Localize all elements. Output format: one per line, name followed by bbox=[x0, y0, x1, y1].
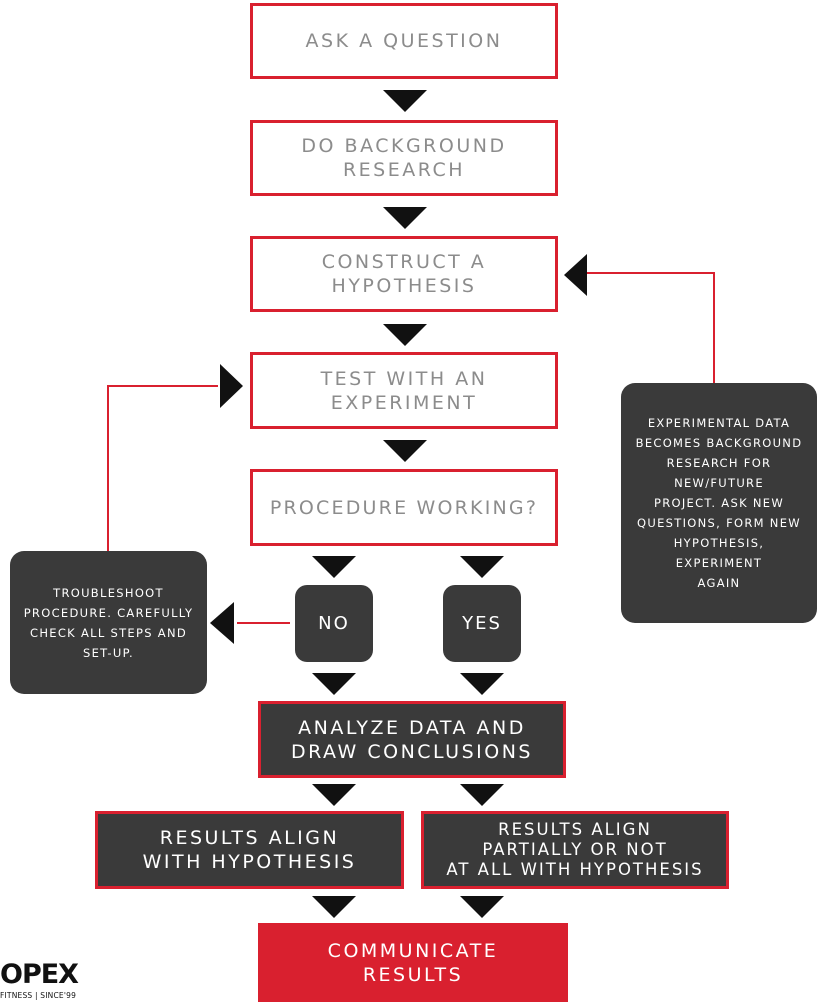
arrow-down-3 bbox=[383, 324, 427, 346]
arrow-down-2 bbox=[383, 207, 427, 229]
arrow-down-yes-1 bbox=[460, 556, 504, 578]
decision-no: NO bbox=[295, 585, 373, 662]
step-background-research-label: DO BACKGROUND RESEARCH bbox=[301, 135, 507, 181]
arrow-down-yes-2 bbox=[460, 673, 504, 695]
feedback-line-hypothesis bbox=[586, 272, 715, 383]
arrow-down-yes-4 bbox=[460, 896, 504, 918]
arrow-down-no-2 bbox=[312, 673, 356, 695]
step-construct-hypothesis: CONSTRUCT A HYPOTHESIS bbox=[250, 236, 558, 312]
decision-no-label: NO bbox=[318, 613, 350, 634]
result-not-align-label: RESULTS ALIGN PARTIALLY OR NOT AT ALL WI… bbox=[446, 820, 704, 879]
step-test-experiment: TEST WITH AN EXPERIMENT bbox=[250, 352, 558, 429]
arrow-down-yes-3 bbox=[460, 784, 504, 806]
step-procedure-working-label: PROCEDURE WORKING? bbox=[269, 496, 539, 519]
arrow-left-to-troubleshoot bbox=[210, 602, 234, 644]
step-test-experiment-label: TEST WITH AN EXPERIMENT bbox=[320, 367, 488, 414]
note-experimental-data: EXPERIMENTAL DATA BECOMES BACKGROUND RES… bbox=[621, 383, 817, 623]
arrow-right-to-experiment bbox=[220, 364, 243, 408]
opex-logo: OPEX FITNESS | SINCE'99 bbox=[0, 960, 90, 1002]
arrow-down-1 bbox=[383, 90, 427, 112]
step-ask-question: ASK A QUESTION bbox=[250, 3, 558, 79]
arrow-down-no-3 bbox=[312, 784, 356, 806]
note-troubleshoot-text: TROUBLESHOOT PROCEDURE. CAREFULLY CHECK … bbox=[23, 585, 194, 660]
step-communicate-results-label: COMMUNICATE RESULTS bbox=[327, 939, 499, 986]
step-ask-question-label: ASK A QUESTION bbox=[305, 30, 503, 52]
step-analyze-data-label: ANALYZE DATA AND DRAW CONCLUSIONS bbox=[291, 716, 533, 763]
step-construct-hypothesis-label: CONSTRUCT A HYPOTHESIS bbox=[321, 251, 487, 297]
arrow-down-4 bbox=[383, 440, 427, 462]
step-analyze-data: ANALYZE DATA AND DRAW CONCLUSIONS bbox=[258, 701, 566, 778]
logo-wordmark: OPEX bbox=[0, 959, 79, 990]
arrow-down-no-1 bbox=[312, 556, 356, 578]
note-experimental-data-text: EXPERIMENTAL DATA BECOMES BACKGROUND RES… bbox=[635, 416, 803, 590]
result-not-align: RESULTS ALIGN PARTIALLY OR NOT AT ALL WI… bbox=[421, 811, 729, 889]
step-procedure-working: PROCEDURE WORKING? bbox=[250, 469, 558, 546]
decision-yes-label: YES bbox=[462, 613, 502, 634]
logo-tagline: FITNESS | SINCE'99 bbox=[0, 991, 77, 1000]
note-troubleshoot: TROUBLESHOOT PROCEDURE. CAREFULLY CHECK … bbox=[10, 551, 207, 694]
arrow-down-no-4 bbox=[312, 896, 356, 918]
result-align-label: RESULTS ALIGN WITH HYPOTHESIS bbox=[142, 827, 357, 873]
result-align: RESULTS ALIGN WITH HYPOTHESIS bbox=[95, 811, 404, 889]
step-background-research: DO BACKGROUND RESEARCH bbox=[250, 120, 558, 196]
feedback-line-experiment bbox=[107, 385, 218, 551]
arrow-left-to-hypothesis bbox=[564, 254, 587, 296]
decision-yes: YES bbox=[443, 585, 521, 662]
step-communicate-results: COMMUNICATE RESULTS bbox=[258, 923, 568, 1002]
